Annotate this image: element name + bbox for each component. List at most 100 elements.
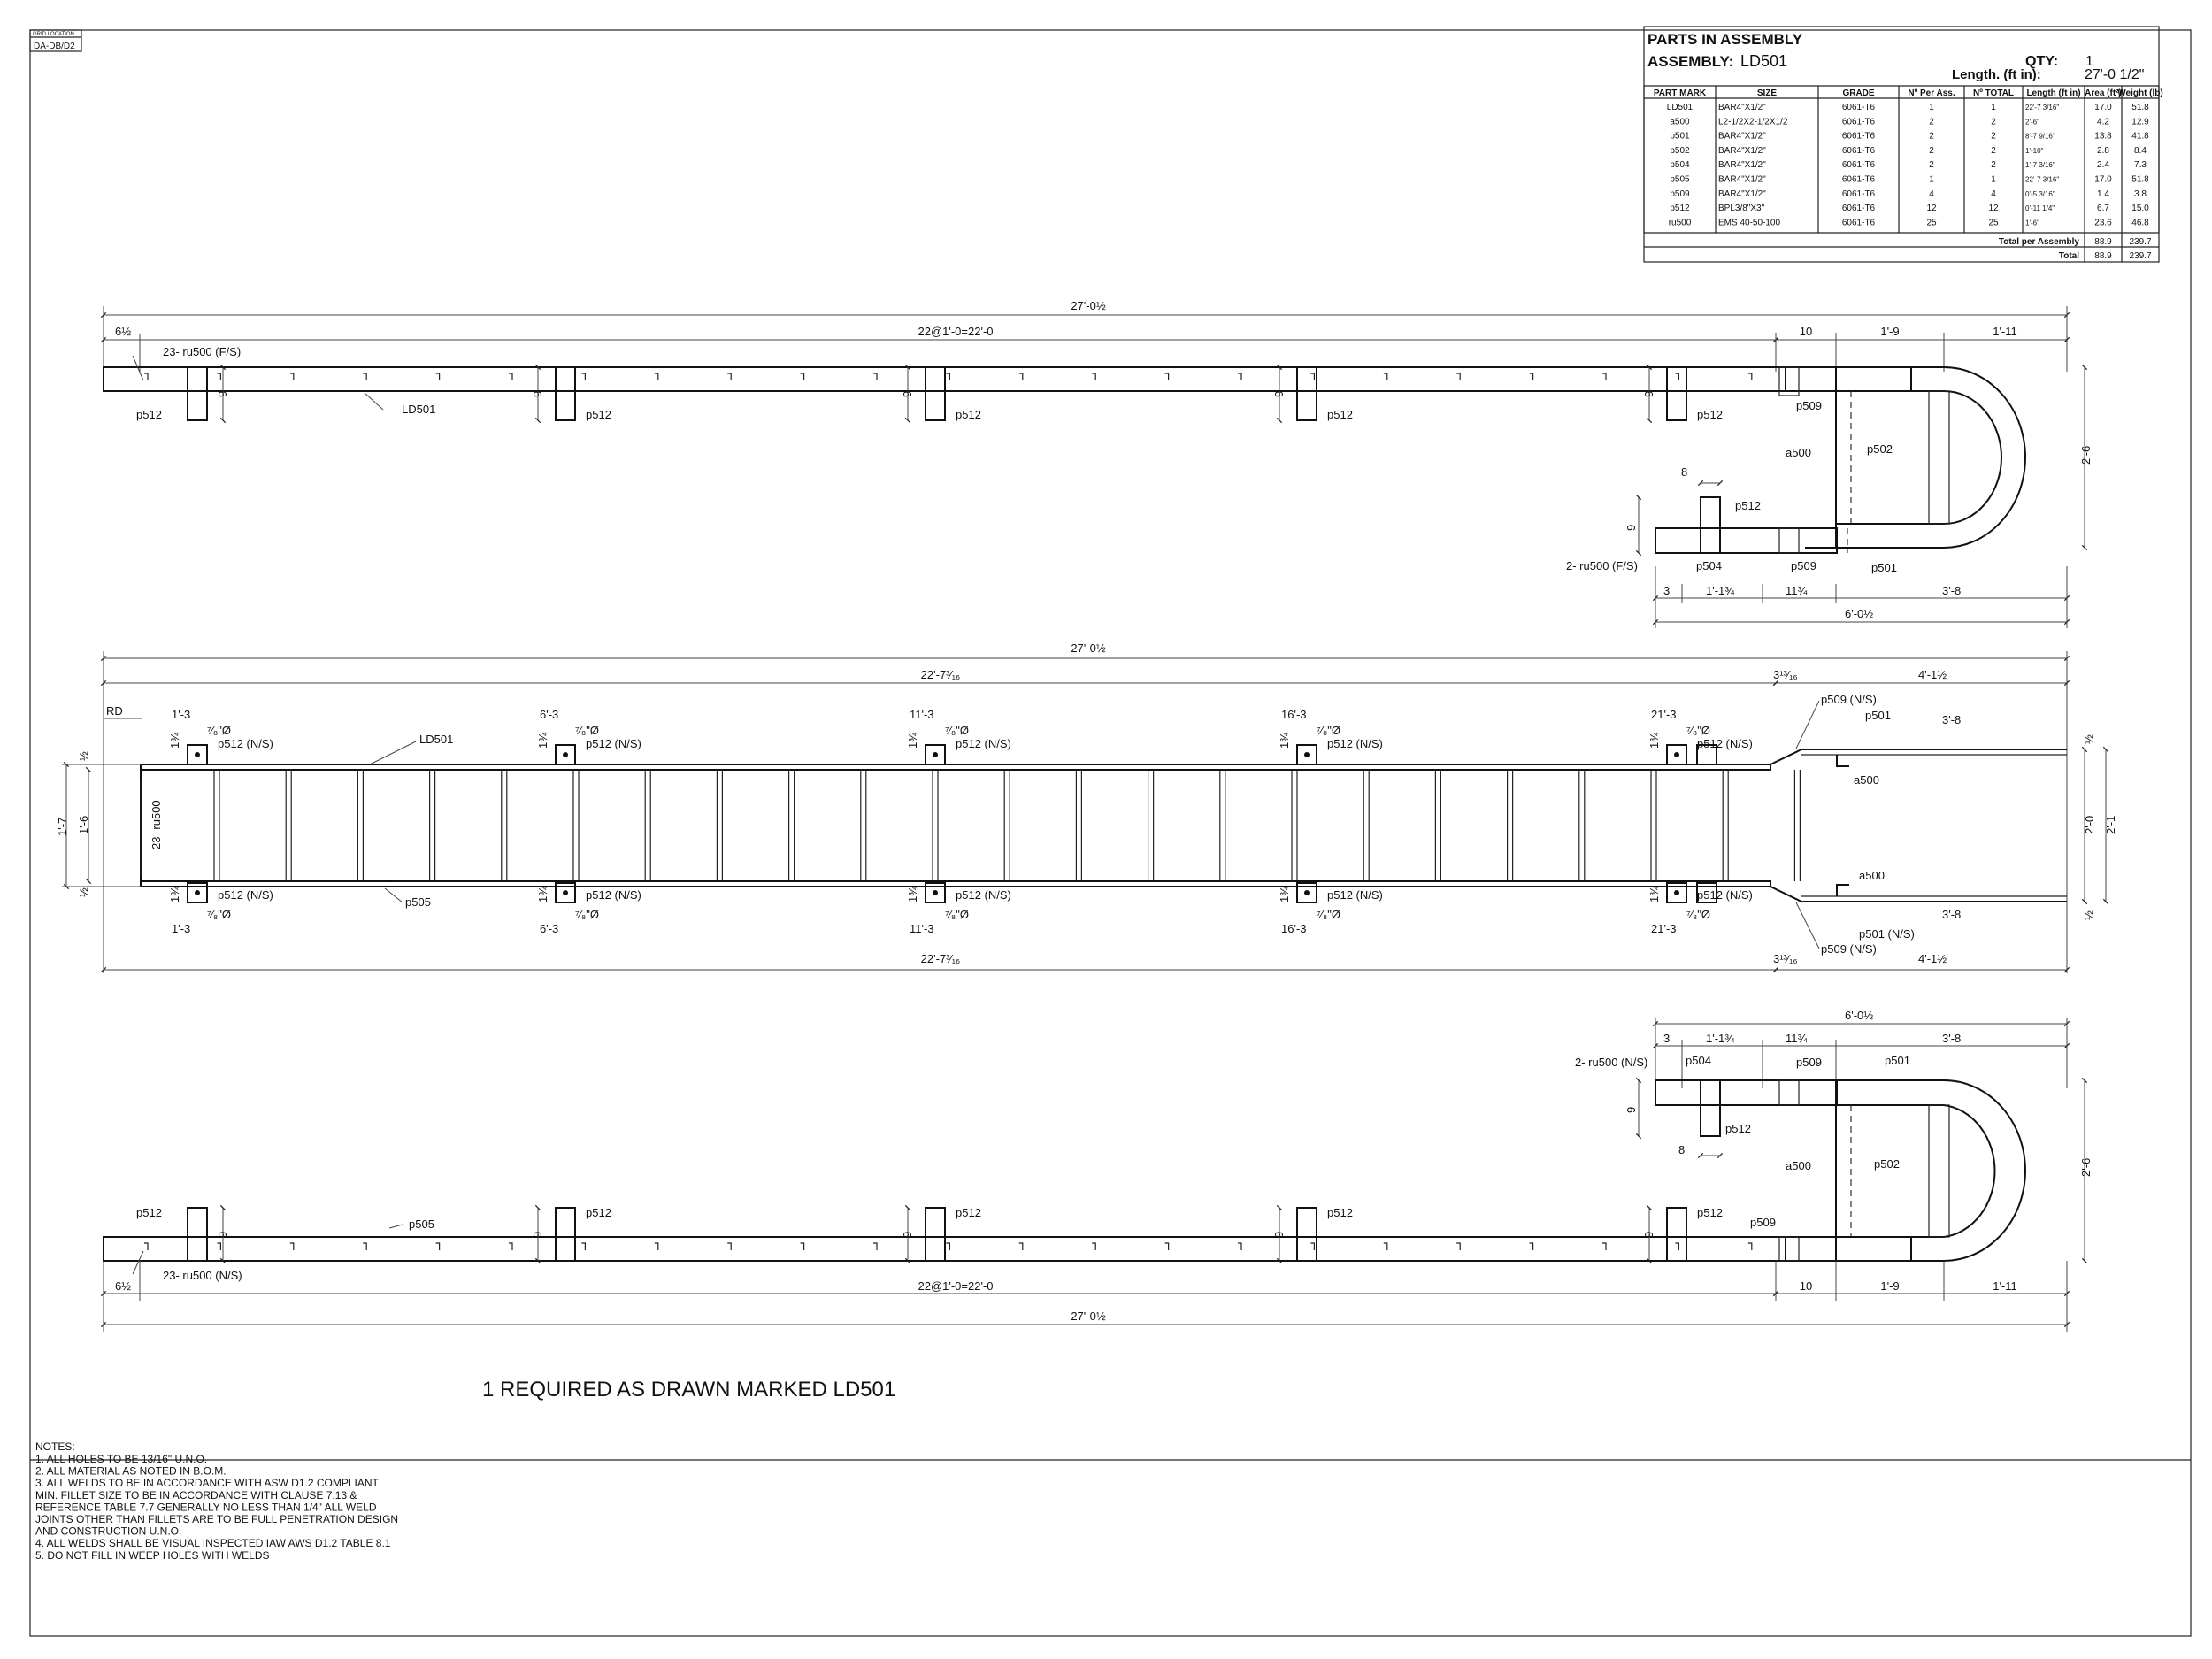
table-cell: 1 [1929, 175, 1934, 185]
table-cell: 46.8 [2131, 218, 2149, 227]
rung-mark [144, 1242, 149, 1250]
p512-plate [1666, 744, 1687, 765]
table-cell: p502 [1670, 146, 1690, 156]
p501-label: p501 [1865, 709, 1891, 722]
p512-plate [555, 1207, 576, 1262]
edge-dim: 1¾ [1647, 887, 1661, 902]
note-line: REFERENCE TABLE 7.7 GENERALLY NO LESS TH… [35, 1501, 377, 1513]
rung-mark [1602, 1242, 1607, 1250]
rung-mark [509, 373, 513, 380]
p501-label: p501 [1885, 1054, 1910, 1067]
hole-dia-label: ⁷⁄₈"Ø [575, 724, 599, 737]
a500-angle-bottom [1836, 884, 1849, 896]
p512-label: p512 [136, 408, 162, 421]
notes-heading: NOTES: [35, 1440, 75, 1453]
p512-label: p512 [1735, 499, 1761, 512]
rungs-note: 23- ru500 (N/S) [163, 1269, 242, 1282]
end-detail-near-side: 6'-0½ 3 1'-1¾ 11¾ 3'-8 2- ru500 (N/S) p5… [1575, 1009, 2070, 1159]
inner-length-dim-bottom: 22'-7³⁄₁₆ [921, 952, 961, 965]
p504-bar [1655, 1079, 1838, 1106]
dim-11-3-4: 11¾ [1786, 1032, 1807, 1045]
grid-location-value: DA-DB/D2 [34, 42, 75, 51]
p512-plate [1666, 366, 1687, 421]
station-dim: 6'-3 [540, 922, 558, 935]
rung-mark [1383, 1242, 1388, 1250]
table-cell: 25 [1988, 218, 1999, 227]
table-cell: 2 [1991, 160, 1996, 170]
p501-ns-label: p501 (N/S) [1859, 927, 1915, 941]
p512-plate [1666, 882, 1687, 903]
p509-block [1778, 366, 1800, 396]
grid-location-box: GRID LOCATION DA-DB/D2 [29, 29, 82, 52]
table-cell: 4 [1929, 189, 1934, 199]
rung-mark [1092, 1242, 1096, 1250]
table-cell: 22'-7 3/16" [2025, 176, 2059, 184]
table-cell: 8.4 [2134, 146, 2147, 156]
length-label: Length. (ft in): [1952, 67, 2041, 82]
column-header: Nº Per Ass. [1908, 88, 1955, 98]
rungs-note: 23- ru500 (F/S) [163, 345, 241, 358]
p505-label: p505 [405, 895, 431, 909]
overall-length-dim: 27'-0½ [1071, 1310, 1106, 1323]
dim-3-8-bottom: 3'-8 [1942, 908, 1961, 921]
rung-mark [581, 373, 586, 380]
table-cell: 51.8 [2131, 175, 2149, 185]
dim-3: 3 [1663, 584, 1670, 597]
p512-plate [555, 882, 576, 903]
overall-length-dim: 27'-0½ [1071, 299, 1106, 312]
dim-1-6: 1'-6 [77, 816, 90, 834]
table-cell: EMS 40-50-100 [1718, 218, 1780, 227]
rung-mark [800, 1242, 805, 1250]
dim-1-9: 1'-9 [1880, 325, 1899, 338]
a500-angle-top [1836, 755, 1849, 767]
p512-plate [187, 744, 208, 765]
dim-9: 9 [1624, 1107, 1638, 1113]
a500-label-bottom: a500 [1859, 869, 1885, 882]
left-offset-dim: 6½ [115, 325, 131, 338]
p509-ns-label-bottom: p509 (N/S) [1821, 942, 1877, 956]
edge-dim: 1¾ [1278, 887, 1291, 902]
hole-dia-label: ⁷⁄₈"Ø [1317, 908, 1340, 921]
table-cell: 12.9 [2131, 117, 2149, 127]
table-cell: 22'-7 3/16" [2025, 104, 2059, 111]
length-value: 27'-0 1/2" [2085, 67, 2144, 82]
note-line: MIN. FILLET SIZE TO BE IN ACCORDANCE WIT… [35, 1489, 357, 1502]
rung-mark [1602, 373, 1607, 380]
rung-mark [1529, 373, 1534, 380]
rung-mark [727, 373, 732, 380]
table-cell: 15.0 [2131, 204, 2149, 213]
note-line: 3. ALL WELDS TO BE IN ACCORDANCE WITH AS… [35, 1477, 380, 1489]
dim-11-3-4: 11¾ [1786, 584, 1807, 597]
ld501-label: LD501 [419, 733, 453, 746]
a500-label-top: a500 [1854, 773, 1879, 787]
note-line: 1. ALL HOLES TO BE 13/16" U.N.O. [35, 1453, 207, 1465]
edge-dim: 1¾ [168, 887, 181, 902]
column-header: GRADE [1842, 88, 1874, 98]
plate-height-dim: 9 [531, 1232, 544, 1238]
p512-plate [1296, 366, 1317, 421]
p512-ns-label: p512 (N/S) [1327, 737, 1383, 750]
edge-dim: 1¾ [906, 733, 919, 749]
a500-label: a500 [1786, 446, 1811, 459]
ld501-label: LD501 [402, 403, 435, 416]
p504-label: p504 [1696, 559, 1722, 572]
table-cell: BAR4"X1/2" [1718, 160, 1766, 170]
table-cell: 8'-7 9/16" [2025, 133, 2055, 141]
dim-6-0-1-2: 6'-0½ [1845, 1009, 1873, 1022]
p512-plate [925, 1207, 946, 1262]
rung-mark [946, 1242, 950, 1250]
table-cell: BAR4"X1/2" [1718, 189, 1766, 199]
hoop-inner [1836, 390, 2002, 525]
table-cell: 2 [1929, 117, 1934, 127]
lower-splay [1770, 886, 2067, 902]
table-cell: BAR4"X1/2" [1718, 103, 1766, 112]
rung-mark [363, 1242, 367, 1250]
table-cell: 6061-T6 [1842, 160, 1876, 170]
hole [563, 890, 568, 895]
p512-label: p512 [1327, 408, 1353, 421]
rung-mark [289, 1242, 295, 1250]
dim-9: 9 [1624, 525, 1638, 531]
dim-8: 8 [1678, 1143, 1685, 1156]
